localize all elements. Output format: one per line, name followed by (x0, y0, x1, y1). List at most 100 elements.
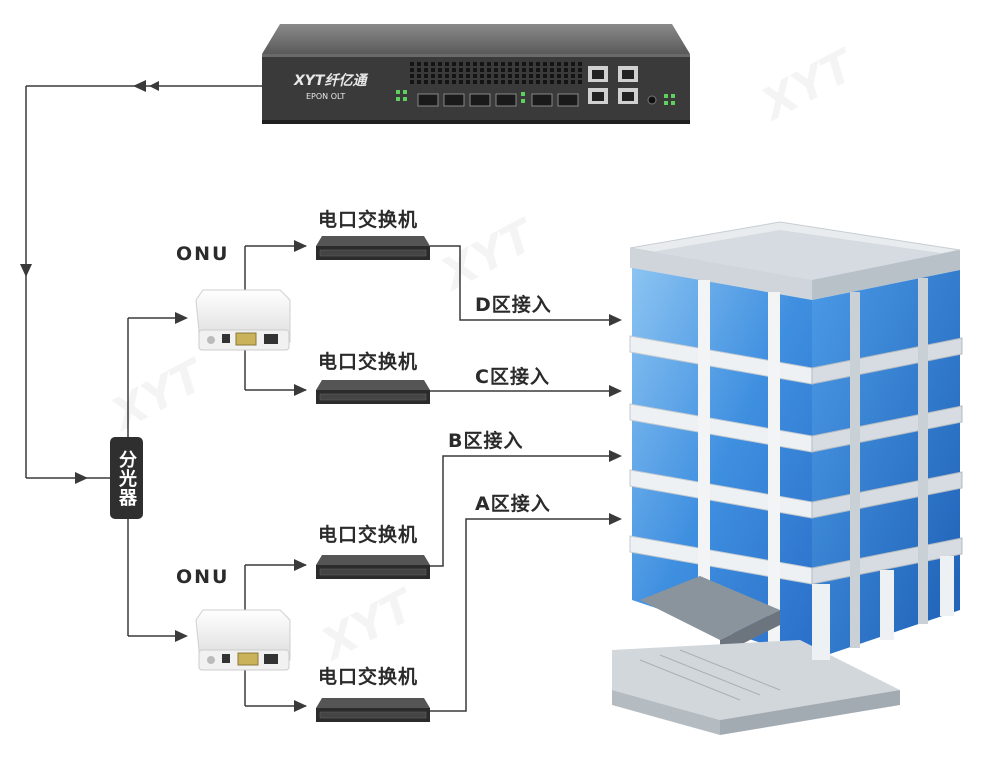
zone-label-a: A区接入 (475, 493, 551, 515)
vent-hole (480, 80, 484, 84)
vent-hole (431, 62, 435, 66)
vent-hole (410, 80, 414, 84)
onu-device-1 (195, 289, 291, 351)
vent-hole (424, 80, 428, 84)
vent-hole (494, 62, 498, 66)
vent-hole (480, 74, 484, 78)
vent-hole (424, 74, 428, 78)
vent-hole (578, 80, 582, 84)
vent-hole (578, 74, 582, 78)
vent-hole (536, 62, 540, 66)
vent-hole (508, 62, 512, 66)
vent-hole (424, 62, 428, 66)
vent-hole (431, 74, 435, 78)
vent-hole (438, 80, 442, 84)
vent-hole (480, 68, 484, 72)
vent-hole (550, 68, 554, 72)
vent-hole (473, 68, 477, 72)
olt-device (262, 24, 690, 124)
vent-hole (529, 80, 533, 84)
vent-hole (557, 68, 561, 72)
vent-hole (557, 74, 561, 78)
onu-label-1: ONU (176, 243, 230, 265)
vent-hole (410, 68, 414, 72)
vent-hole (494, 68, 498, 72)
office-building (612, 221, 963, 735)
switch-device-2 (316, 380, 430, 404)
onu-device-2 (195, 609, 291, 671)
vent-hole (466, 74, 470, 78)
vent-hole (571, 74, 575, 78)
vent-hole (494, 80, 498, 84)
vent-hole (543, 80, 547, 84)
vent-hole (487, 80, 491, 84)
vent-hole (452, 80, 456, 84)
connection-lines (25, 85, 618, 712)
vent-hole (473, 80, 477, 84)
switch-label-1: 电口交换机 (318, 209, 419, 231)
vent-hole (508, 80, 512, 84)
vent-hole (473, 74, 477, 78)
vent-hole (473, 62, 477, 66)
vent-hole (466, 80, 470, 84)
vent-hole (459, 68, 463, 72)
vent-hole (529, 68, 533, 72)
vent-hole (522, 62, 526, 66)
vent-hole (571, 80, 575, 84)
switch-label-3: 电口交换机 (318, 524, 419, 546)
switch-device-4 (316, 698, 430, 722)
olt-model-label: EPON OLT (306, 92, 346, 101)
vent-hole (417, 62, 421, 66)
vent-hole (445, 80, 449, 84)
olt-status-leds (396, 90, 675, 105)
switch-device-1 (316, 236, 430, 260)
vent-hole (452, 74, 456, 78)
vent-hole (410, 62, 414, 66)
vent-hole (571, 62, 575, 66)
vent-hole (529, 62, 533, 66)
vent-hole (438, 74, 442, 78)
vent-hole (564, 62, 568, 66)
vent-hole (417, 74, 421, 78)
vent-hole (515, 62, 519, 66)
vent-hole (515, 74, 519, 78)
vent-hole (417, 80, 421, 84)
vent-hole (522, 80, 526, 84)
olt-pon-ports (417, 93, 579, 107)
vent-hole (508, 74, 512, 78)
vent-hole (487, 74, 491, 78)
vent-hole (466, 68, 470, 72)
vent-hole (494, 74, 498, 78)
vent-hole (501, 80, 505, 84)
onu-label-2: ONU (176, 566, 230, 588)
vent-hole (480, 62, 484, 66)
vent-hole (536, 74, 540, 78)
vent-hole (529, 74, 533, 78)
vent-hole (578, 68, 582, 72)
vent-hole (550, 74, 554, 78)
vent-hole (431, 80, 435, 84)
olt-brand-logo: XYT纤亿通 (294, 73, 367, 89)
switch-label-4: 电口交换机 (318, 666, 419, 688)
vent-hole (536, 80, 540, 84)
vent-hole (452, 62, 456, 66)
vent-hole (445, 74, 449, 78)
vent-hole (459, 80, 463, 84)
vent-hole (438, 62, 442, 66)
vent-hole (550, 62, 554, 66)
zone-label-b: B区接入 (448, 430, 524, 452)
vent-hole (501, 62, 505, 66)
vent-hole (445, 68, 449, 72)
vent-hole (515, 68, 519, 72)
olt-rj45-ports (588, 66, 657, 105)
vent-hole (522, 68, 526, 72)
zone-label-c: C区接入 (475, 366, 550, 388)
vent-hole (564, 74, 568, 78)
vent-hole (522, 74, 526, 78)
vent-hole (459, 74, 463, 78)
vent-hole (424, 68, 428, 72)
vent-hole (557, 80, 561, 84)
vent-hole (431, 68, 435, 72)
vent-hole (445, 62, 449, 66)
arrow-heads (20, 80, 622, 712)
